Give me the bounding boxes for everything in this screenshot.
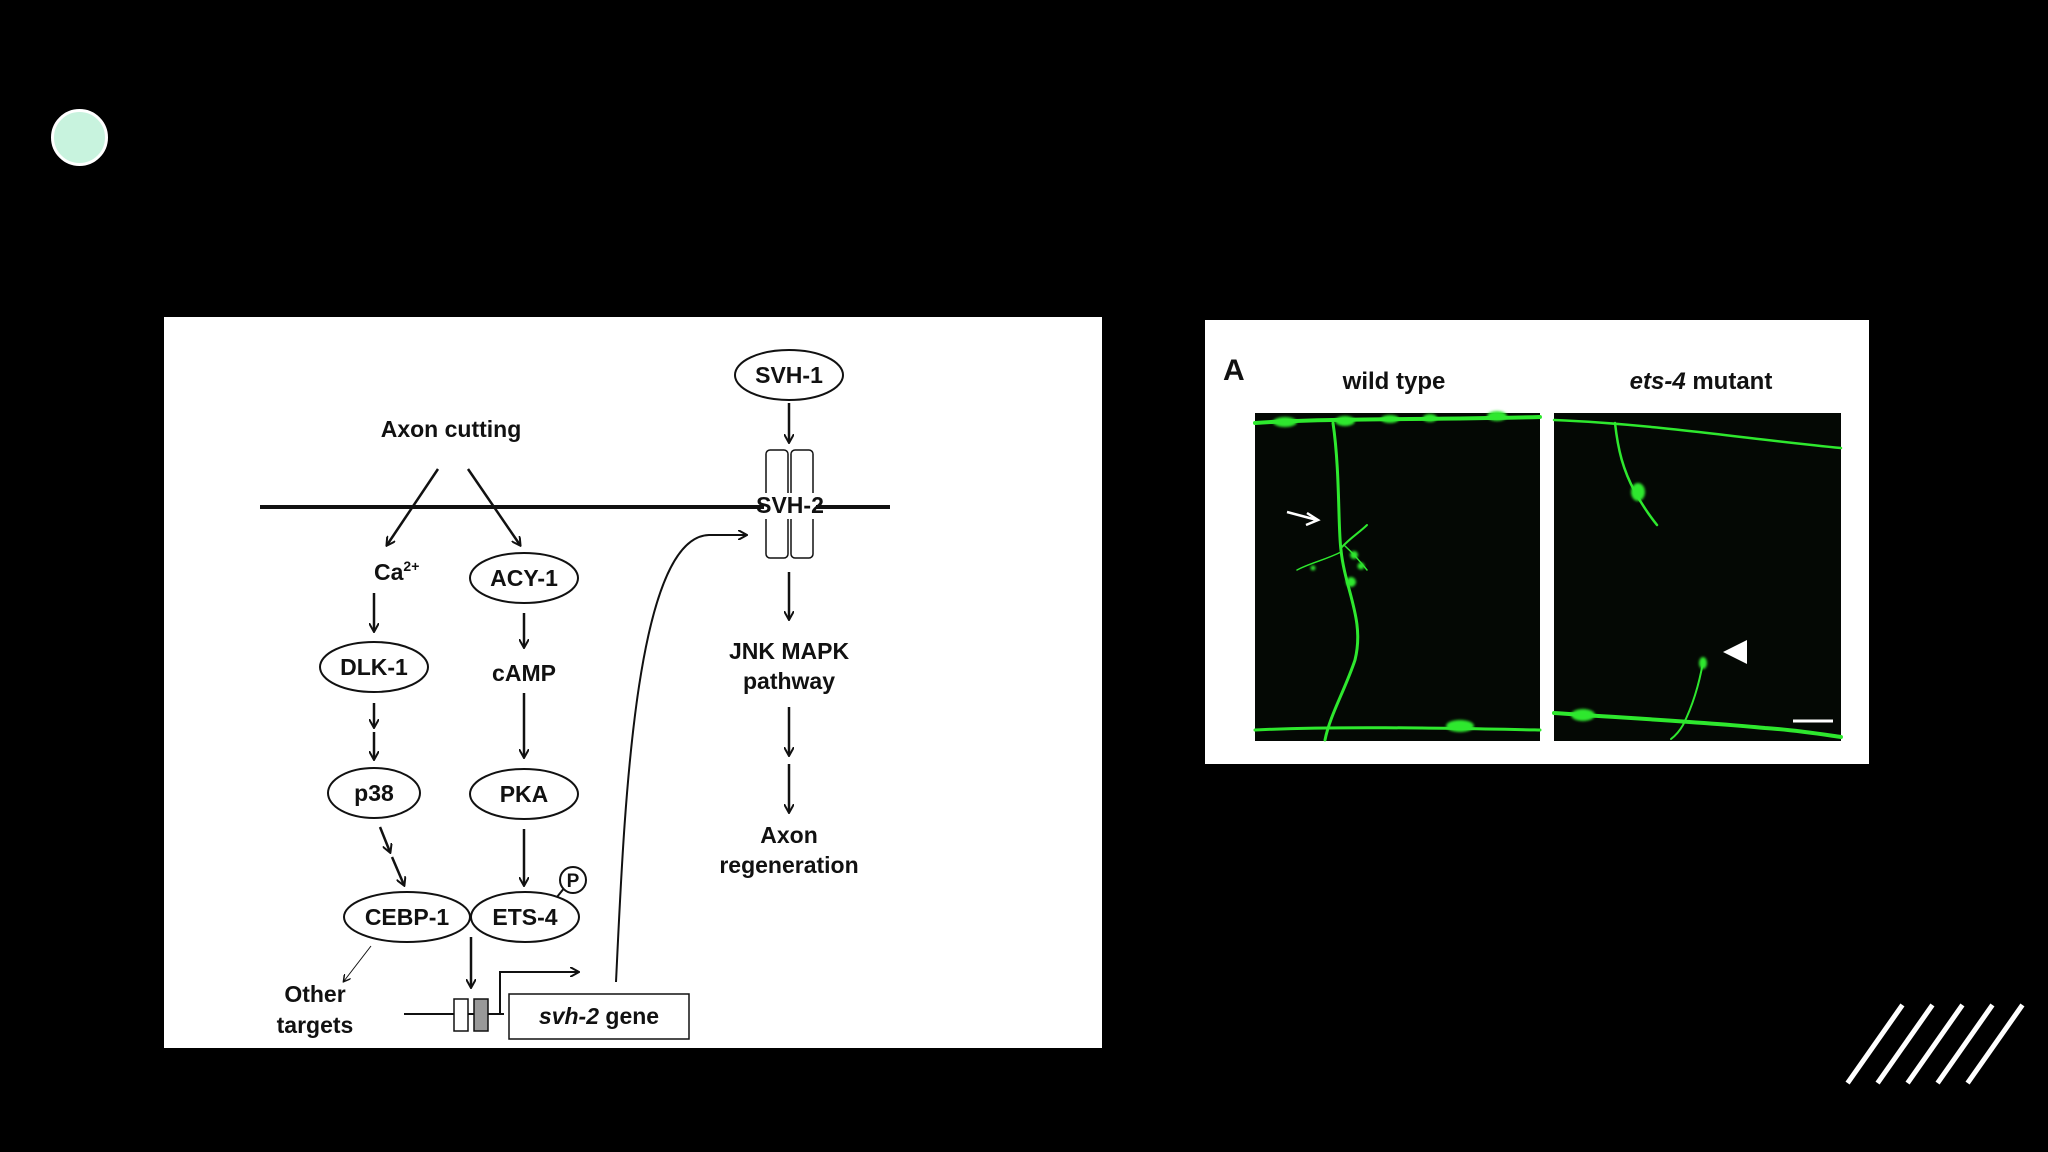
- pka-node: [469, 768, 579, 820]
- svh1-label: SVH-1: [755, 362, 823, 388]
- panel-letter-a: A: [1223, 354, 1245, 387]
- svh2-gene-label: svh-2 gene: [539, 1003, 659, 1029]
- circle-bullet-icon: [51, 109, 108, 166]
- diagonal-hatch-icon: [1845, 1003, 2025, 1085]
- p38-node: [327, 767, 421, 819]
- svh1-node: [734, 349, 844, 401]
- ca2-label: Ca2+: [374, 558, 419, 585]
- acy1-node: [469, 552, 579, 604]
- phospho-node: [559, 866, 587, 894]
- acy1-label: ACY-1: [490, 565, 558, 591]
- pathway-diagram: Axon cutting Ca2+ DLK-1 p38 ACY-1 cAMP P…: [164, 317, 1102, 1048]
- ets4-mutant-micrograph: [1552, 413, 1843, 741]
- arrow-cutting-ca: [387, 468, 440, 545]
- arrow-cebp1-other: [344, 945, 372, 981]
- arrow-mid-cebp1: [390, 856, 404, 885]
- ets4-node: [470, 891, 580, 943]
- other-targets-line1: Other: [284, 981, 345, 1007]
- wild-type-label: wild type: [1342, 368, 1446, 395]
- regen-label-line1: Axon: [760, 822, 818, 848]
- other-targets-line2: targets: [277, 1012, 354, 1038]
- arrow-p38-mid: [378, 826, 390, 852]
- transcription-start-arrow: [499, 972, 578, 1014]
- jnk-label-line1: JNK MAPK: [729, 638, 850, 664]
- svh2-label-backing: [764, 493, 816, 519]
- ets4-label: ETS-4: [492, 904, 557, 930]
- arrowhead-marker-icon: [1723, 640, 1747, 664]
- cebp1-label: CEBP-1: [365, 904, 450, 930]
- pka-label: PKA: [500, 781, 549, 807]
- ets4-mutant-label: ets-4 mutant: [1630, 368, 1773, 395]
- p38-label: p38: [354, 780, 394, 806]
- dlk1-node: [319, 641, 429, 693]
- micrograph-svg: A wild type ets-4 mutant: [1223, 354, 1843, 742]
- phospho-label: P: [567, 871, 580, 892]
- arrow-cutting-acy1: [466, 468, 520, 545]
- camp-label: cAMP: [492, 660, 556, 686]
- svh2-gene-box: [508, 993, 690, 1040]
- micrograph-figure: A wild type ets-4 mutant: [1205, 320, 1869, 764]
- expression-arrow: [615, 535, 746, 983]
- axon-cutting-label: Axon cutting: [381, 416, 522, 442]
- svh2-label: SVH-2: [756, 492, 824, 518]
- promoter-box-grey: [473, 998, 489, 1032]
- wild-type-micrograph: [1253, 411, 1542, 742]
- pathway-svg: Axon cutting Ca2+ DLK-1 p38 ACY-1 cAMP P…: [260, 349, 890, 1040]
- jnk-label-line2: pathway: [743, 668, 835, 694]
- dlk1-label: DLK-1: [340, 654, 408, 680]
- regen-label-line2: regeneration: [719, 852, 858, 878]
- promoter-box-white: [453, 998, 469, 1032]
